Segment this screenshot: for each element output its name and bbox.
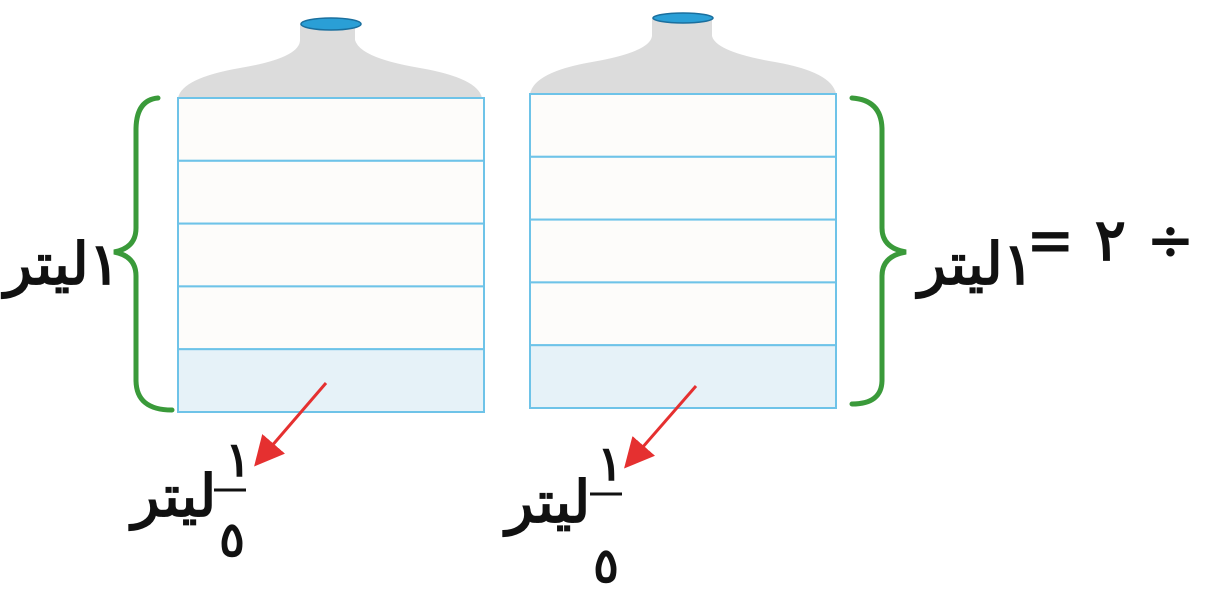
jug-part bbox=[177, 159, 485, 225]
jug-left-cap bbox=[300, 17, 362, 31]
jug-right-cap bbox=[652, 12, 714, 24]
jug-part bbox=[177, 222, 485, 288]
division-expression: = ٥ ÷ ٢ bbox=[1026, 206, 1216, 274]
fraction-right-denominator: ٥ bbox=[593, 538, 619, 592]
jug-right-top bbox=[530, 18, 836, 94]
jug-part-shaded bbox=[529, 344, 837, 410]
jug-right bbox=[529, 12, 837, 410]
brace-left bbox=[113, 95, 175, 413]
fraction-right-unit: ليتر bbox=[502, 468, 591, 538]
jug-part bbox=[177, 97, 485, 162]
brace-label-left: ١ليتر bbox=[0, 230, 120, 300]
jug-left-body bbox=[177, 97, 485, 414]
arrow-left bbox=[254, 382, 328, 467]
jug-left bbox=[177, 17, 485, 414]
arrow-right bbox=[624, 385, 698, 469]
fraction-label-right: ١ ٥ ليتر bbox=[502, 436, 623, 592]
fraction-left-unit: ليتر bbox=[128, 462, 217, 532]
jug-part bbox=[529, 281, 837, 347]
jug-right-body bbox=[529, 93, 837, 410]
brace-right bbox=[849, 95, 907, 407]
jug-part-shaded bbox=[177, 348, 485, 414]
fraction-left-numerator: ١ bbox=[225, 432, 251, 488]
brace-label-right: ١ليتر bbox=[914, 230, 1034, 300]
jug-left-top bbox=[178, 24, 482, 98]
jug-part bbox=[529, 218, 837, 284]
jug-part bbox=[529, 93, 837, 158]
fraction-right-numerator: ١ bbox=[597, 436, 623, 492]
fraction-label-left: ١ ٥ ليتر bbox=[128, 432, 251, 568]
jug-part bbox=[177, 285, 485, 351]
fraction-left-denominator: ٥ bbox=[219, 512, 245, 568]
jug-part bbox=[529, 155, 837, 221]
